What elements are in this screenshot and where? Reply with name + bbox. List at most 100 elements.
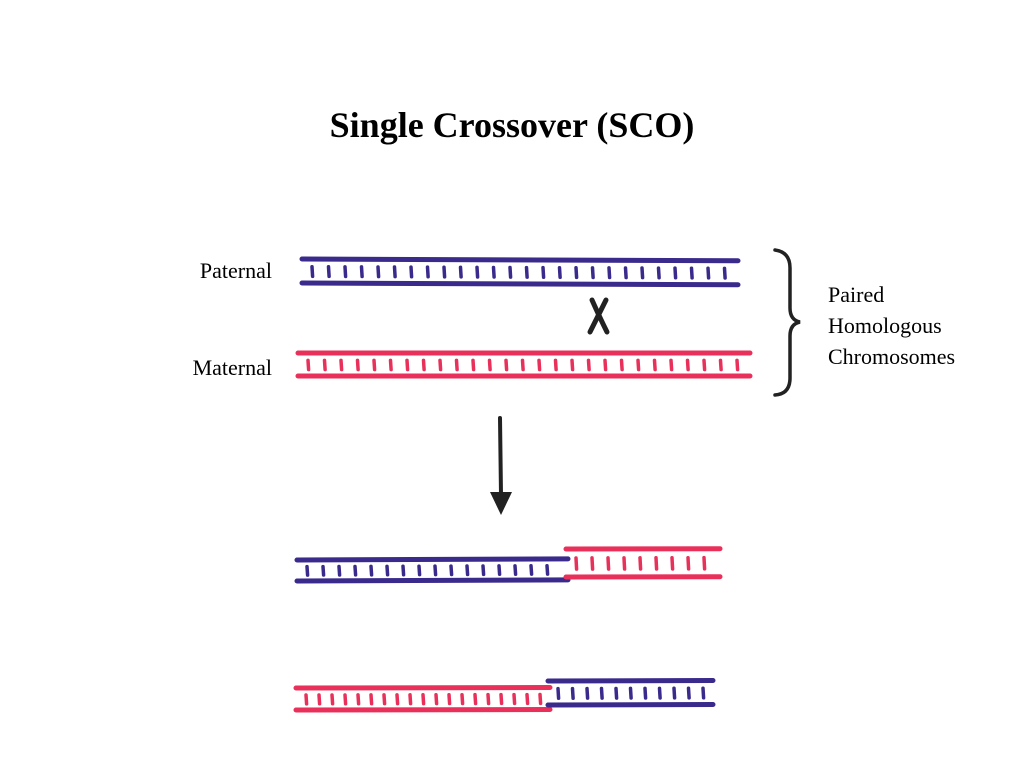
rung: [654, 556, 659, 571]
rung: [638, 556, 643, 571]
rung: [570, 686, 575, 700]
rung: [701, 686, 706, 700]
rung: [473, 692, 478, 706]
recombinant-1-maternal-part: [563, 546, 723, 580]
rung: [355, 358, 360, 372]
rung: [339, 358, 344, 372]
rung: [553, 358, 558, 372]
rung: [706, 266, 711, 280]
rung: [656, 266, 661, 280]
diagram-title: Single Crossover (SCO): [329, 105, 695, 145]
recombinant-1-paternal-part-rail-top: [294, 556, 571, 563]
rung: [382, 693, 387, 706]
rung: [465, 564, 470, 577]
rung: [447, 692, 452, 706]
rung: [652, 358, 657, 372]
rung: [417, 564, 422, 577]
paternal-strand-rail-bottom: [299, 280, 741, 288]
rung: [353, 564, 358, 577]
homologous-chromosomes-label: Paired Homologous Chromosomes: [828, 279, 955, 372]
rung: [376, 265, 381, 279]
rung: [385, 564, 390, 577]
rung: [538, 692, 543, 706]
rung: [640, 266, 645, 280]
rung: [718, 358, 723, 372]
rung: [499, 692, 504, 706]
rung: [433, 564, 438, 577]
rung: [689, 266, 694, 280]
recombinant-2-maternal-part-rail-bottom: [293, 706, 553, 713]
rung: [702, 358, 707, 372]
rung: [607, 266, 612, 280]
rung: [628, 686, 633, 700]
rung: [590, 266, 595, 280]
rung: [486, 692, 491, 706]
rung: [487, 358, 492, 372]
rung: [392, 265, 397, 279]
rung: [702, 555, 707, 571]
rung: [458, 265, 463, 279]
recombinant-2-maternal-part-rail-top: [293, 684, 553, 691]
rung: [722, 266, 727, 280]
rung: [343, 693, 348, 706]
rung: [372, 358, 377, 372]
rung: [306, 358, 311, 372]
rung: [513, 564, 518, 576]
rung: [321, 564, 326, 577]
rung: [529, 564, 534, 576]
rung: [409, 265, 414, 279]
rung: [310, 264, 315, 279]
rung: [673, 266, 678, 280]
rung: [434, 693, 439, 706]
crossover-mark: [587, 297, 610, 335]
rung: [305, 564, 310, 577]
rung: [619, 358, 624, 372]
rung: [326, 265, 331, 279]
rung: [508, 265, 513, 279]
rung: [442, 265, 447, 279]
recombinant-chromosome-2: [293, 678, 716, 713]
homolog-label-line-3: Chromosomes: [828, 344, 956, 369]
rung: [449, 564, 454, 577]
rung: [512, 692, 517, 706]
rung: [421, 358, 426, 372]
rung: [481, 564, 486, 577]
rung: [475, 265, 480, 279]
rung: [686, 686, 691, 700]
rung: [520, 358, 525, 372]
rung: [556, 686, 561, 700]
rung: [504, 358, 509, 372]
rung: [586, 358, 591, 372]
rung: [524, 265, 529, 279]
rung: [636, 358, 641, 372]
rung: [438, 358, 443, 372]
paternal-strand-rail-top: [299, 256, 741, 264]
rung: [337, 564, 342, 577]
rung: [369, 693, 374, 706]
rung: [421, 693, 426, 706]
recombinant-1-paternal-part: [294, 556, 571, 584]
rung: [599, 686, 604, 700]
homolog-label-line-2: Homologous: [828, 313, 942, 338]
paternal-strand: [299, 256, 741, 288]
rung: [623, 266, 628, 280]
rung: [685, 358, 690, 372]
rung: [570, 358, 575, 372]
rung: [557, 265, 562, 280]
recombinant-2-paternal-part: [545, 678, 716, 708]
rung: [471, 358, 476, 372]
rung: [359, 265, 364, 279]
rung: [322, 358, 327, 372]
rung: [735, 358, 740, 372]
rung: [574, 556, 579, 571]
rung: [670, 555, 675, 571]
maternal-strand: [295, 350, 753, 379]
rung: [408, 693, 413, 706]
rung: [585, 686, 590, 700]
maternal-chromosome: [295, 350, 753, 379]
recombinant-1-paternal-part-rail-bottom: [294, 577, 571, 584]
down-arrow-icon: [490, 416, 512, 515]
paternal-label: Paternal: [199, 258, 272, 283]
rung: [497, 564, 502, 577]
rung: [669, 358, 674, 372]
